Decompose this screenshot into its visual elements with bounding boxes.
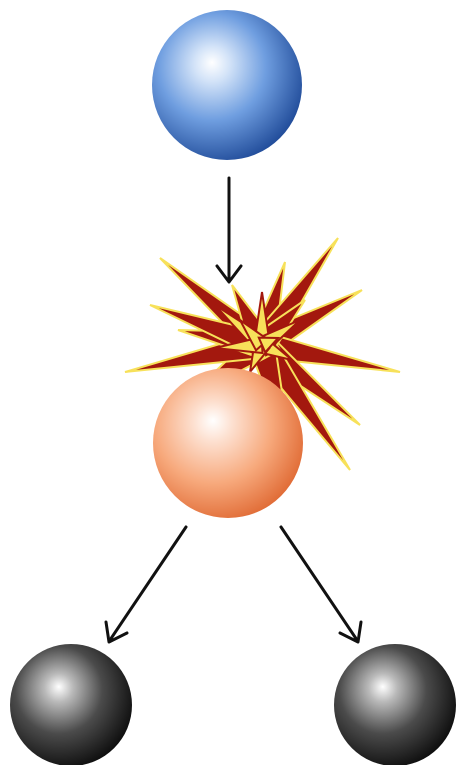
product-particle-right — [334, 644, 456, 765]
arrow-target-to-right-product — [281, 527, 361, 642]
arrow-incoming-to-target — [217, 178, 241, 282]
target-particle — [153, 368, 303, 518]
product-particle-left — [10, 644, 132, 765]
incoming-particle — [152, 10, 302, 160]
arrow-target-to-left-product — [106, 527, 186, 642]
